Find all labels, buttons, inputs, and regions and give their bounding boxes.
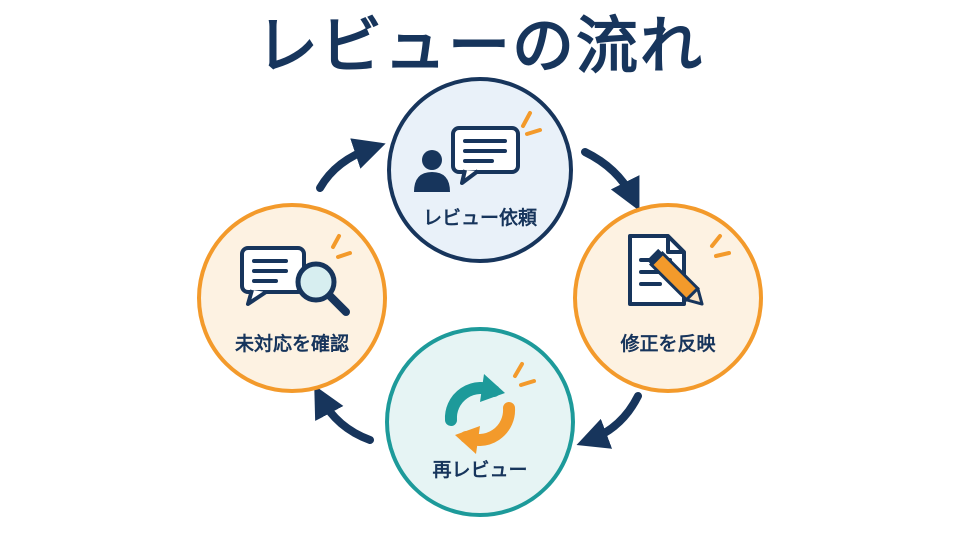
chat-magnifier-icon — [240, 234, 352, 316]
arrow-check-to-request — [316, 138, 386, 192]
arrow-apply-to-rereview — [576, 392, 642, 449]
node-label-request: レビュー依頼 — [423, 206, 538, 229]
arrow-request-to-apply — [581, 148, 640, 211]
arrow-rereview-to-check — [314, 385, 374, 444]
refresh-cycle-icon — [444, 362, 536, 454]
person-chat-icon — [414, 111, 542, 192]
node-label-check: 未対応を確認 — [234, 332, 349, 355]
node-label-apply: 修正を反映 — [619, 332, 716, 355]
document-pencil-icon — [628, 234, 731, 306]
node-apply-fix: 修正を反映 — [573, 203, 763, 393]
node-label-rereview: 再レビュー — [432, 459, 527, 481]
node-check-pending: 未対応を確認 — [197, 203, 387, 393]
node-review-request: レビュー依頼 — [387, 77, 573, 263]
page-title: レビューの流れ — [255, 9, 704, 82]
node-rereview: 再レビュー — [385, 327, 575, 517]
